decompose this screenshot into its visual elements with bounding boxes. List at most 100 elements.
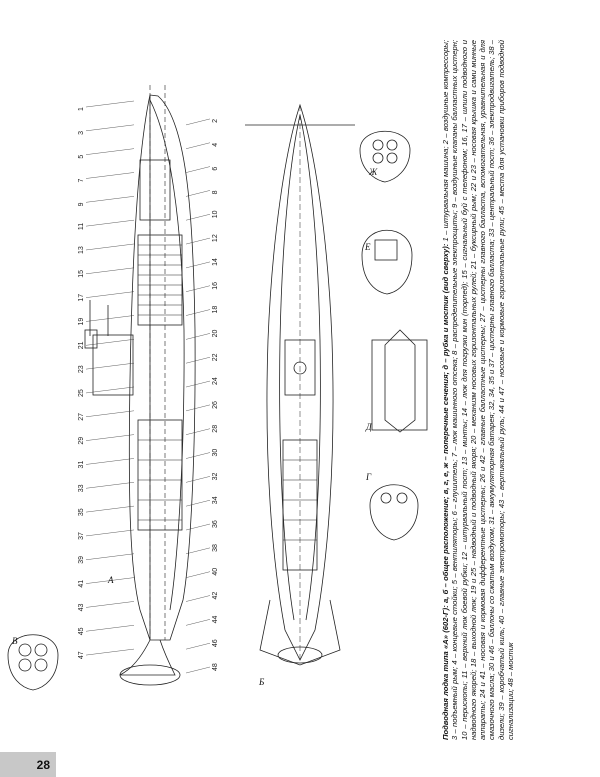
part-number-17: 17: [78, 294, 85, 302]
part-number-35: 35: [78, 508, 85, 516]
callout-leader: [185, 309, 211, 316]
view-label-b: Б: [258, 677, 265, 687]
submarine-technical-drawing: А Б В Г Д Е Ж 12345678910111213141516171…: [7, 85, 428, 691]
figure-caption-text: Подводная лодка типа «А» (602-Г): а, б –…: [441, 40, 600, 740]
part-number-25: 25: [78, 389, 85, 397]
part-number-29: 29: [78, 437, 85, 445]
part-number-2: 2: [212, 119, 219, 123]
callout-leader: [85, 648, 135, 656]
callout-leader: [185, 166, 211, 173]
section-zh: [359, 130, 411, 183]
view-label-zh: Ж: [368, 167, 378, 177]
callout-leader: [185, 428, 211, 435]
callout-leader: [85, 291, 135, 298]
part-number-24: 24: [212, 377, 219, 385]
callout-leader: [85, 100, 135, 108]
caption-title: Подводная лодка типа «А» (602-Г): а, б –…: [441, 243, 450, 740]
callout-leader: [185, 595, 211, 602]
callout-leader: [185, 237, 211, 245]
callout-leader: [85, 625, 135, 632]
drawing-a-side-view: [84, 94, 196, 686]
part-number-14: 14: [212, 258, 219, 266]
callout-leader: [85, 505, 135, 513]
callout-leader: [85, 577, 135, 584]
part-number-32: 32: [212, 472, 219, 480]
part-number-9: 9: [78, 202, 85, 206]
callout-leader: [85, 196, 135, 203]
view-label-a: А: [107, 575, 114, 585]
part-number-1: 1: [78, 107, 85, 111]
callout-leader: [185, 261, 211, 269]
caption-legend: 1 – штурвальная машина; 2 – воздушные ко…: [441, 40, 516, 740]
callout-leader: [185, 619, 211, 626]
callout-leader: [85, 482, 135, 489]
part-number-20: 20: [212, 329, 219, 337]
part-number-10: 10: [212, 210, 219, 218]
callout-leader: [85, 434, 135, 441]
callout-leader: [85, 172, 135, 179]
callout-leader: [185, 333, 211, 340]
part-number-22: 22: [212, 353, 219, 361]
part-number-13: 13: [78, 246, 85, 254]
view-label-v: В: [12, 636, 18, 646]
part-number-16: 16: [212, 282, 219, 290]
callout-leader: [85, 267, 135, 275]
section-g: [369, 484, 419, 541]
callout-leader: [185, 452, 211, 459]
part-number-39: 39: [78, 556, 85, 564]
callout-leader: [185, 499, 211, 507]
callout-leader: [85, 124, 135, 132]
callout-leader: [85, 386, 135, 394]
part-number-43: 43: [78, 604, 85, 612]
part-number-42: 42: [212, 592, 219, 600]
part-number-41: 41: [78, 580, 85, 588]
part-number-12: 12: [212, 234, 219, 242]
callout-leader: [85, 362, 135, 370]
part-number-36: 36: [212, 520, 219, 528]
callout-leader: [85, 315, 135, 322]
callout-leader: [185, 190, 211, 197]
part-number-28: 28: [212, 425, 219, 433]
part-number-33: 33: [78, 484, 85, 492]
part-number-45: 45: [78, 627, 85, 635]
part-number-47: 47: [78, 651, 85, 659]
view-label-e: Е: [364, 242, 371, 252]
part-number-40: 40: [212, 568, 219, 576]
section-v: [7, 634, 59, 691]
part-number-48: 48: [212, 663, 219, 671]
part-number-3: 3: [78, 131, 85, 135]
callout-leader: [85, 410, 135, 417]
part-number-44: 44: [212, 615, 219, 623]
callout-leader: [85, 529, 135, 537]
part-number-23: 23: [78, 365, 85, 373]
view-label-d: Д: [365, 422, 373, 432]
section-e: [361, 230, 413, 295]
callout-leader: [85, 339, 135, 346]
view-label-g: Г: [365, 472, 372, 482]
part-number-30: 30: [212, 449, 219, 457]
part-number-5: 5: [78, 155, 85, 159]
callout-leader: [185, 404, 211, 412]
part-number-21: 21: [78, 341, 85, 349]
part-number-11: 11: [78, 223, 85, 230]
part-number-18: 18: [212, 306, 219, 314]
callout-leader: [185, 357, 211, 364]
part-number-4: 4: [212, 143, 219, 147]
page-number-box: 28: [0, 752, 56, 777]
callout-leader: [185, 666, 211, 674]
part-number-34: 34: [212, 496, 219, 504]
drawing-d-bridge: [371, 329, 428, 433]
part-number-callouts: 1234567891011121314151617181920212223242…: [78, 100, 219, 674]
drawing-b-plan-view: [245, 103, 355, 666]
callout-leader: [185, 476, 211, 483]
callout-leader: [185, 571, 211, 578]
callout-leader: [185, 118, 211, 126]
callout-leader: [185, 214, 211, 221]
part-number-15: 15: [78, 270, 85, 278]
callout-leader: [185, 642, 211, 650]
callout-leader: [185, 547, 211, 555]
callout-leader: [85, 219, 135, 227]
part-number-7: 7: [78, 178, 85, 182]
callout-leader: [185, 142, 211, 149]
